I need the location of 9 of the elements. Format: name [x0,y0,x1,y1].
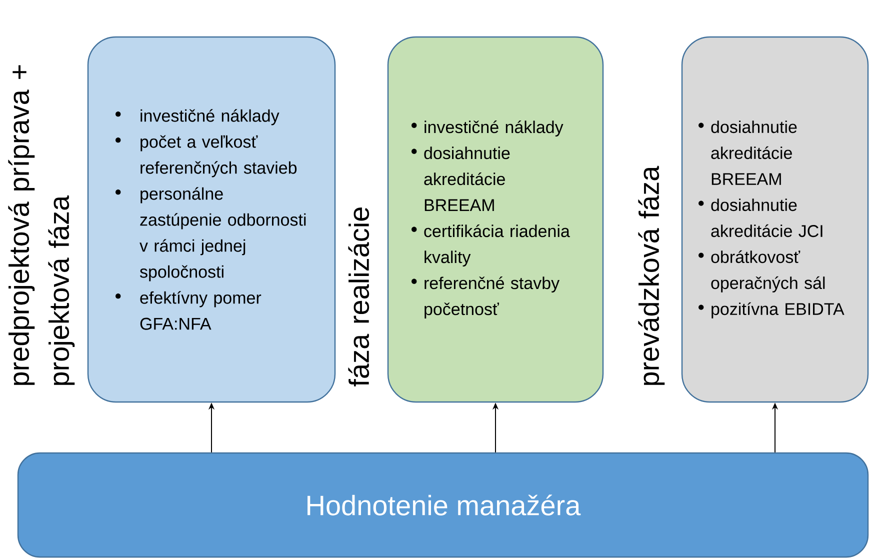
bullet-item: pozitívna EBIDTA [712,302,844,318]
evaluation-bar: Hodnotenie manažéra [17,452,869,558]
bullet-item: efektívny pomer GFA:NFA [140,291,262,330]
phase-heading: prevádzková fáza [638,166,665,385]
phase-heading: fáza realizácie [348,208,370,386]
bullet-item: referenčné stavby početnosť [424,276,560,319]
phase-heading: predprojektová príprava + projektová fáza [8,65,75,385]
bullet-item: investičné náklady [140,109,280,126]
bullet-item: investičné náklady [424,120,564,137]
